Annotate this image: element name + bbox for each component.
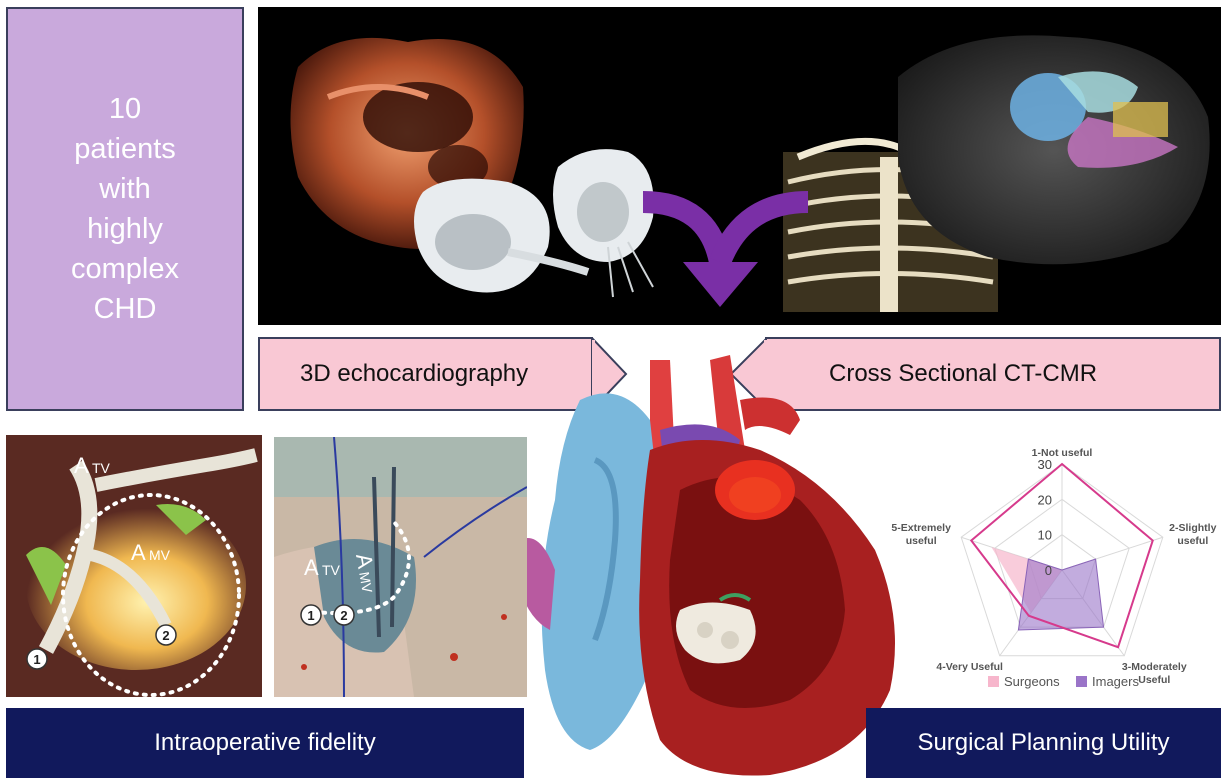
radar-series-imagers	[1017, 558, 1105, 631]
radar-axis-label: useful	[906, 535, 937, 547]
atv-label-main: A	[304, 555, 319, 580]
radar-tick-label: 10	[1038, 528, 1052, 543]
echo-label-text: 3D echocardiography	[300, 360, 529, 387]
radar-axis-label: 3-Moderately	[1122, 661, 1187, 673]
ct-label-arrow-tip	[729, 337, 767, 411]
legend-swatch-imagers	[1076, 676, 1087, 687]
radar-axis-label: 2-Slightly	[1169, 522, 1216, 534]
radar-axis-label: useful	[1177, 535, 1208, 547]
valve-model-right	[553, 149, 654, 298]
legend-label-surgeons: Surgeons	[1004, 674, 1060, 689]
amv-label-main: A	[351, 552, 378, 571]
purple-merge-arrow-icon	[642, 191, 809, 307]
amv-label-sub: MV	[356, 570, 376, 594]
imaging-panel-art	[290, 35, 1210, 312]
atv-label-main: A	[74, 453, 89, 478]
fidelity-label-text: Intraoperative fidelity	[154, 729, 376, 756]
radar-tick-label: 0	[1045, 563, 1052, 578]
surgical-photo-2: A TV A MV 1 2	[274, 437, 527, 697]
radar-axis-label: 5-Extremely	[891, 522, 951, 534]
ct-label: Cross Sectional CT-CMR	[765, 337, 1221, 411]
echo-label-arrow-tip	[592, 337, 628, 411]
heart-model-icon	[520, 355, 895, 776]
ct-slice	[898, 35, 1210, 265]
surgical-photo-2-art: A TV A MV 1 2	[274, 437, 527, 697]
marker-1: 1	[307, 608, 314, 623]
radar-grid-ring	[960, 463, 1164, 657]
radar-tick-label: 20	[1038, 492, 1052, 507]
patients-text: 10 patients with highly complex CHD	[25, 89, 225, 329]
radar-series-outline	[969, 462, 1154, 649]
patients-line: with	[99, 173, 151, 205]
ct-label-text: Cross Sectional CT-CMR	[829, 360, 1098, 387]
patients-box: 10 patients with highly complex CHD	[6, 7, 244, 411]
fidelity-label: Intraoperative fidelity	[6, 708, 524, 778]
patients-line: complex	[71, 253, 179, 285]
marker-2: 2	[162, 628, 169, 643]
surgical-photo-1-art: A TV A MV 1 2	[6, 435, 262, 697]
marker-1: 1	[33, 652, 40, 667]
valve-model-left	[414, 178, 590, 293]
radar-axis-label: Useful	[1138, 674, 1170, 686]
utility-label: Surgical Planning Utility	[866, 708, 1221, 778]
patients-line: CHD	[93, 293, 157, 325]
surgical-photo-1: A TV A MV 1 2	[6, 435, 262, 697]
amv-label-main: A	[131, 540, 146, 565]
atv-label-sub: TV	[322, 562, 341, 578]
atv-label-sub: TV	[92, 460, 111, 476]
amv-label-sub: MV	[149, 547, 171, 563]
patients-line: 10	[108, 93, 142, 125]
radar-axis-label: 4-Very Useful	[936, 661, 1003, 673]
marker-2: 2	[340, 608, 347, 623]
imaging-panel	[258, 7, 1221, 325]
echo-label: 3D echocardiography	[258, 337, 593, 411]
patients-line: patients	[74, 133, 176, 165]
legend-swatch-surgeons	[988, 676, 999, 687]
legend-label-imagers: Imagers	[1092, 674, 1139, 689]
radar-axis-label: 1-Not useful	[1032, 447, 1093, 459]
utility-label-text: Surgical Planning Utility	[917, 729, 1170, 756]
radar-tick-label: 30	[1038, 457, 1052, 472]
patients-line: highly	[87, 213, 163, 245]
